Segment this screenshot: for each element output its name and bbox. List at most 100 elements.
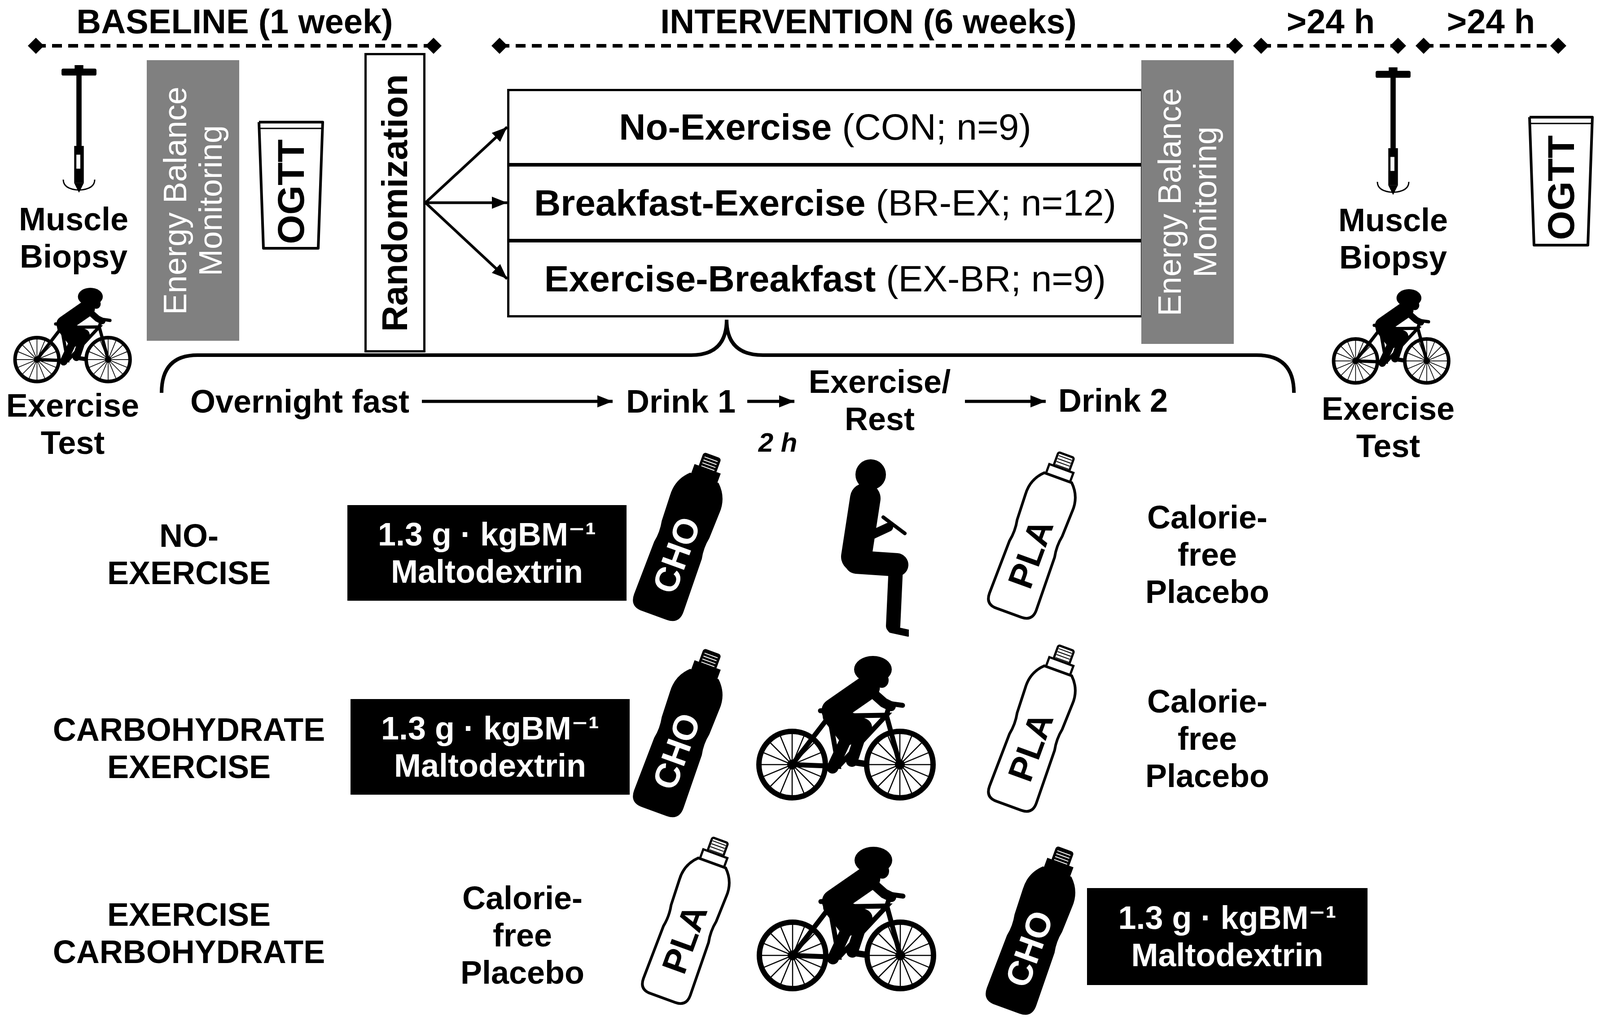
group-box: Breakfast-Exercise(BR-EX; n=12) bbox=[507, 164, 1144, 242]
timeline bbox=[1423, 43, 1559, 48]
label-text: NO- EXERCISE bbox=[107, 517, 271, 592]
biopsy-needle bbox=[61, 65, 97, 193]
timeline-diamond bbox=[425, 37, 442, 54]
node-text: CHO bbox=[999, 905, 1060, 991]
node-text: No-Exercise bbox=[618, 105, 832, 149]
drink-bottle: PLA bbox=[635, 829, 747, 1009]
label-text: CARBOHYDRATE EXERCISE bbox=[52, 710, 326, 786]
timeline-diamond bbox=[27, 37, 44, 54]
dose-box: 1.3 g · kgBM⁻¹ Maltodextrin bbox=[1087, 887, 1368, 985]
monitoring-band: Energy Balance Monitoring bbox=[146, 60, 240, 341]
timeline-diamond bbox=[1227, 37, 1244, 54]
glass-outline bbox=[1529, 117, 1593, 246]
drink-bottle: CHO bbox=[627, 641, 739, 822]
glass-outline bbox=[1530, 122, 1592, 125]
bottle-outline bbox=[709, 849, 723, 855]
node-text: CHO bbox=[646, 708, 707, 794]
label-text: Calorie-free Placebo bbox=[1145, 682, 1270, 794]
group-brace bbox=[161, 319, 1294, 393]
label-text: INTERVENTION (6 weeks) bbox=[660, 1, 1077, 41]
cyclist-icon bbox=[759, 846, 934, 989]
flow-arrow bbox=[421, 399, 613, 404]
bottle-outline bbox=[1054, 859, 1068, 864]
timeline-diamond bbox=[1550, 37, 1567, 54]
seated-person-icon bbox=[855, 459, 908, 633]
node-text: CHO bbox=[646, 512, 707, 598]
node-text: 1.3 g · kgBM⁻¹ Maltodextrin bbox=[358, 515, 616, 591]
node-text: Energy Balance Monitoring bbox=[1152, 70, 1224, 334]
flow-arrow bbox=[964, 399, 1046, 404]
bottle-outline bbox=[701, 465, 715, 471]
label-text: Calorie-free Placebo bbox=[1145, 498, 1270, 610]
cyclist-icon bbox=[758, 655, 934, 798]
node-text: Energy Balance Monitoring bbox=[157, 70, 229, 330]
node-text: Breakfast-Exercise bbox=[534, 181, 866, 224]
drink-bottle: CHO bbox=[627, 445, 739, 626]
bottle-outline bbox=[985, 661, 1082, 815]
cyclist-icon bbox=[15, 287, 131, 382]
label-text: BASELINE (1 week) bbox=[76, 1, 393, 41]
timeline bbox=[35, 43, 434, 48]
timeline-diamond bbox=[1389, 37, 1407, 54]
node-text: Randomization bbox=[375, 74, 415, 332]
label-text: Calorie-free Placebo bbox=[460, 879, 585, 991]
bottle-outline bbox=[984, 863, 1081, 1017]
node-text: Exercise-Breakfast bbox=[544, 257, 876, 300]
node-text: (BR-EX; n=12) bbox=[875, 181, 1116, 224]
label-text: Exercise Test bbox=[6, 386, 140, 462]
biopsy-needle bbox=[1375, 67, 1411, 195]
node-text: OGTT bbox=[270, 139, 312, 244]
bottle-outline bbox=[1055, 464, 1069, 470]
node-text: 1.3 g · kgBM⁻¹ Maltodextrin bbox=[1097, 898, 1357, 974]
ogtt-glass: OGTT bbox=[1527, 115, 1595, 247]
label-text: >24 h bbox=[1286, 1, 1375, 41]
label-text: Drink 1 bbox=[626, 382, 736, 421]
node-text: PLA bbox=[656, 899, 714, 978]
cyclist-icon bbox=[1333, 289, 1449, 383]
label-text: >24 h bbox=[1446, 1, 1535, 41]
glass-outline bbox=[260, 127, 322, 130]
dose-box: 1.3 g · kgBM⁻¹ Maltodextrin bbox=[347, 504, 627, 601]
label-text: Overnight fast bbox=[190, 382, 410, 421]
bottle-outline bbox=[985, 469, 1082, 622]
bottle-outline bbox=[639, 854, 736, 1007]
node-text: 1.3 g · kgBM⁻¹ Maltodextrin bbox=[361, 709, 619, 785]
timeline bbox=[1261, 43, 1399, 48]
node-text: PLA bbox=[1002, 514, 1060, 592]
bottle-outline bbox=[631, 666, 728, 819]
node-text: OGTT bbox=[1540, 135, 1582, 240]
group-box: No-Exercise(CON; n=9) bbox=[507, 88, 1144, 166]
timeline bbox=[35, 43, 1559, 48]
drink-bottle: PLA bbox=[981, 637, 1093, 817]
node-text: (CON; n=9) bbox=[841, 105, 1032, 149]
connector-arrow bbox=[425, 201, 508, 205]
node-text: (EX-BR; n=9) bbox=[885, 257, 1106, 300]
flow-arrow bbox=[747, 399, 795, 404]
label-text: Exercise/ Rest bbox=[808, 363, 951, 438]
label-text: EXERCISE CARBOHYDRATE bbox=[52, 895, 326, 971]
label-text: 2 h bbox=[758, 426, 798, 458]
randomization-box: Randomization bbox=[364, 52, 426, 353]
label-text: Exercise Test bbox=[1321, 390, 1455, 465]
group-box: Exercise-Breakfast(EX-BR; n=9) bbox=[507, 240, 1144, 318]
timeline-diamond bbox=[491, 37, 508, 54]
node-text: PLA bbox=[1002, 707, 1060, 785]
ogtt-glass: OGTT bbox=[257, 120, 325, 250]
label-text: Muscle Biopsy bbox=[18, 200, 129, 276]
connector-arrow bbox=[425, 127, 508, 203]
drink-bottle: CHO bbox=[980, 839, 1092, 1019]
monitoring-band: Energy Balance Monitoring bbox=[1141, 60, 1234, 344]
label-text: Drink 2 bbox=[1058, 381, 1168, 420]
timeline bbox=[499, 43, 1236, 48]
bottle-outline bbox=[701, 661, 715, 667]
glass-outline bbox=[258, 122, 323, 249]
bottle-outline bbox=[1055, 657, 1069, 662]
bottle-outline bbox=[631, 470, 728, 623]
connector-arrow bbox=[425, 202, 508, 280]
timeline-diamond bbox=[1253, 37, 1270, 54]
timeline-diamond bbox=[1415, 37, 1432, 54]
label-text: Muscle Biopsy bbox=[1338, 201, 1448, 277]
drink-bottle: PLA bbox=[981, 444, 1093, 624]
dose-box: 1.3 g · kgBM⁻¹ Maltodextrin bbox=[350, 698, 630, 795]
